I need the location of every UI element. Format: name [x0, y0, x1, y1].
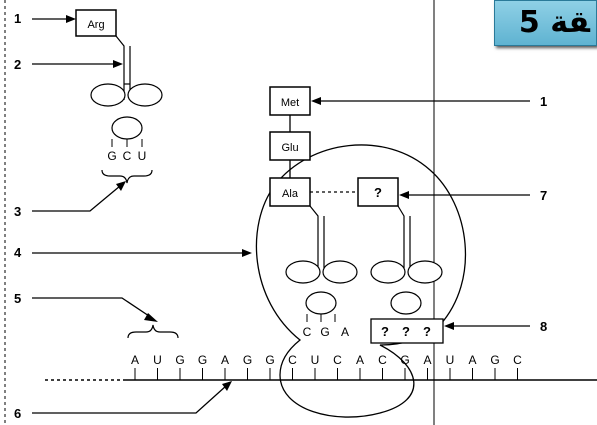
bound-trna-ala: C G A	[286, 206, 357, 339]
glu-label: Glu	[281, 142, 298, 154]
met-label: Met	[281, 97, 299, 109]
mrna-base: C	[288, 353, 297, 367]
mrna-base: A	[423, 353, 431, 367]
mrna-base: A	[221, 353, 229, 367]
mrna-base: U	[153, 353, 162, 367]
lesson-title-card: ﻘﺔ 5	[494, 0, 597, 46]
bound-anticodon-3: A	[341, 325, 349, 339]
mrna-base: G	[198, 353, 207, 367]
mrna-base: A	[131, 353, 139, 367]
mrna-base: G	[490, 353, 499, 367]
right-labels: 1 7 8	[311, 94, 547, 334]
unknown-anticodon-2: ?	[402, 324, 410, 339]
label-1-right: 1	[540, 94, 547, 109]
label-1-left: 1	[14, 11, 21, 26]
mrna-base: U	[311, 353, 320, 367]
unknown-anticodon-1: ?	[381, 324, 389, 339]
mrna-base: A	[468, 353, 476, 367]
free-anticodon-2: C	[123, 149, 132, 163]
label-3: 3	[14, 204, 21, 219]
label-6: 6	[14, 406, 21, 421]
arg-label: Arg	[87, 19, 104, 31]
mrna-base: C	[333, 353, 342, 367]
anticodon-brace	[102, 170, 152, 183]
ala-label: Ala	[282, 188, 299, 200]
label-5: 5	[14, 291, 21, 306]
mrna-base: C	[513, 353, 522, 367]
mrna-base: C	[378, 353, 387, 367]
bound-trna-unknown: ? ? ?	[371, 206, 443, 343]
label-7: 7	[540, 188, 547, 203]
label-4: 4	[14, 245, 22, 260]
free-trna: Arg G C U	[76, 10, 162, 183]
free-anticodon-1: G	[107, 149, 116, 163]
mrna-base: A	[356, 353, 364, 367]
bound-anticodon-1: C	[303, 325, 312, 339]
mrna-base: G	[175, 353, 184, 367]
mrna-base: U	[446, 353, 455, 367]
free-anticodon-3: U	[138, 149, 147, 163]
unknown-anticodon-3: ?	[423, 324, 431, 339]
lesson-title-text: ﻘﺔ 5	[495, 3, 590, 43]
bound-anticodon-2: G	[320, 325, 329, 339]
label-8: 8	[540, 319, 547, 334]
label-2: 2	[14, 57, 21, 72]
start-codon-brace	[128, 325, 178, 338]
mrna-base: G	[400, 353, 409, 367]
mrna-base: G	[265, 353, 274, 367]
mrna-base: G	[243, 353, 252, 367]
unknown-aa-label: ?	[374, 185, 382, 200]
